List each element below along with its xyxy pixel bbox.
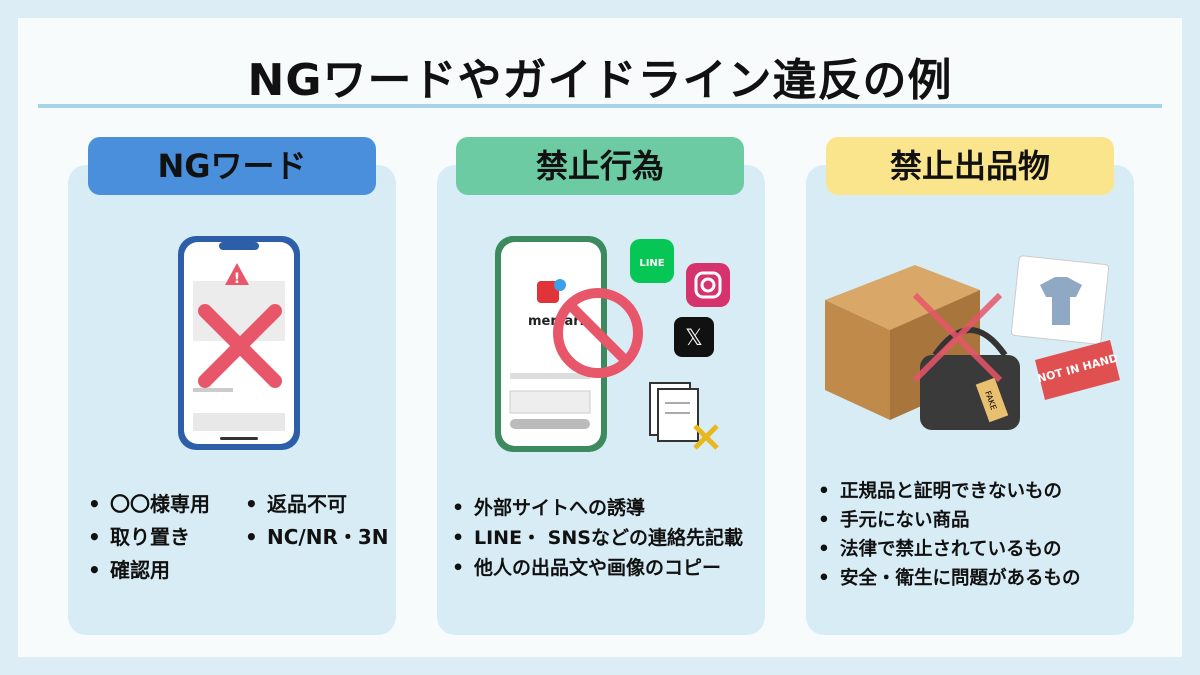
instagram-icon: [686, 263, 730, 307]
label-prohibited-acts: 禁止行為: [456, 137, 744, 195]
list-item: 法律で禁止されているもの: [818, 535, 1081, 564]
fake-tag: FAKE: [975, 377, 1009, 423]
ng-word-list-left: 〇〇様専用 取り置き 確認用: [88, 488, 210, 587]
tshirt-photo-icon: [1010, 255, 1110, 345]
list-item: NC/NR・3N: [245, 521, 389, 554]
label-prohibited-items: 禁止出品物: [826, 137, 1114, 195]
svg-text:!: !: [234, 271, 240, 287]
list-item: 手元にない商品: [818, 506, 1081, 535]
title-divider: [38, 104, 1162, 108]
label-ng-word: NGワード: [88, 137, 376, 195]
svg-text:𝕏: 𝕏: [685, 326, 703, 351]
list-item: 〇〇様専用: [88, 488, 210, 521]
list-item: 安全・衛生に問題があるもの: [818, 564, 1081, 593]
line-app-icon: LINE: [630, 239, 674, 283]
not-in-hand-tag: NOT IN HAND: [1035, 340, 1120, 400]
phone-external-link-illustration: mercari LINE 𝕏: [495, 236, 730, 452]
list-item: 他人の出品文や画像のコピー: [452, 553, 743, 583]
list-item: 返品不可: [245, 488, 389, 521]
list-item: 確認用: [88, 554, 210, 587]
list-item: LINE・ SNSなどの連絡先記載: [452, 523, 743, 553]
cross-icon: [912, 292, 1003, 383]
phone-warning-illustration: !: [178, 236, 300, 450]
ng-word-list-right: 返品不可 NC/NR・3N: [245, 488, 389, 554]
list-item: 外部サイトへの誘導: [452, 493, 743, 523]
prohibited-items-illustration: FAKE NOT IN HAND: [825, 255, 1120, 430]
prohibited-acts-list: 外部サイトへの誘導 LINE・ SNSなどの連絡先記載 他人の出品文や画像のコピ…: [452, 493, 743, 583]
mercari-logo-icon: [537, 279, 566, 303]
warning-icon: !: [225, 263, 249, 287]
prohibited-icon: [553, 288, 643, 378]
copy-document-icon: [649, 382, 719, 450]
cross-icon: [198, 304, 282, 388]
svg-text:LINE: LINE: [639, 258, 664, 269]
prohibited-items-list: 正規品と証明できないもの 手元にない商品 法律で禁止されているもの 安全・衛生に…: [818, 477, 1081, 593]
list-item: 取り置き: [88, 521, 210, 554]
page-title: NGワードやガイドライン違反の例: [247, 55, 953, 106]
list-item: 正規品と証明できないもの: [818, 477, 1081, 506]
x-logo-icon: 𝕏: [674, 317, 714, 357]
